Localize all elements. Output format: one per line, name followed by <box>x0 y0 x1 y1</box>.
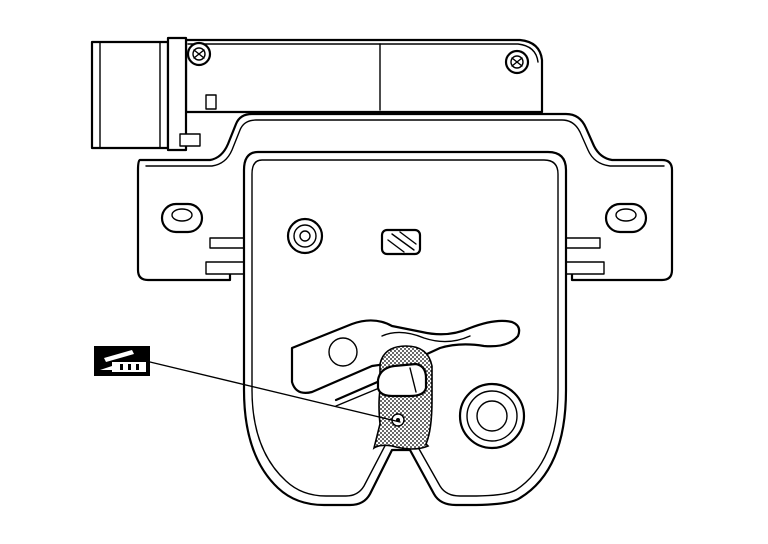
striker-bushing <box>458 382 526 450</box>
electrical-connector <box>90 36 201 152</box>
grease-application-callout <box>149 361 401 423</box>
adjust-bolt <box>380 228 422 256</box>
multi-purpose-grease-symbol <box>94 346 150 376</box>
housing-screw-left <box>186 41 212 67</box>
actuator-housing <box>184 38 544 114</box>
mounting-hole-left <box>160 202 204 234</box>
release-rod <box>334 378 385 407</box>
latch-claw <box>372 345 433 450</box>
housing-screw-right <box>504 49 530 75</box>
latch-rivet <box>286 217 324 255</box>
mounting-hole-right <box>604 202 648 234</box>
